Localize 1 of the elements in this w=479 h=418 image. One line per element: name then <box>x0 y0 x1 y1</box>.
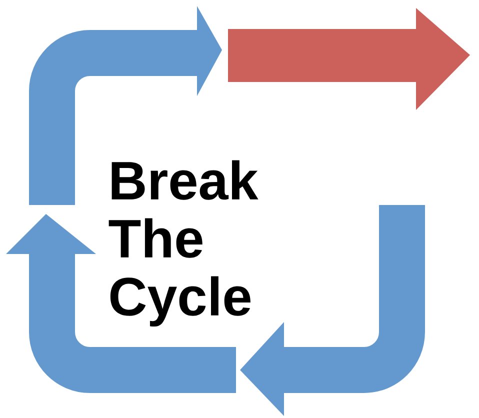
title: Break The Cycle <box>108 160 258 327</box>
